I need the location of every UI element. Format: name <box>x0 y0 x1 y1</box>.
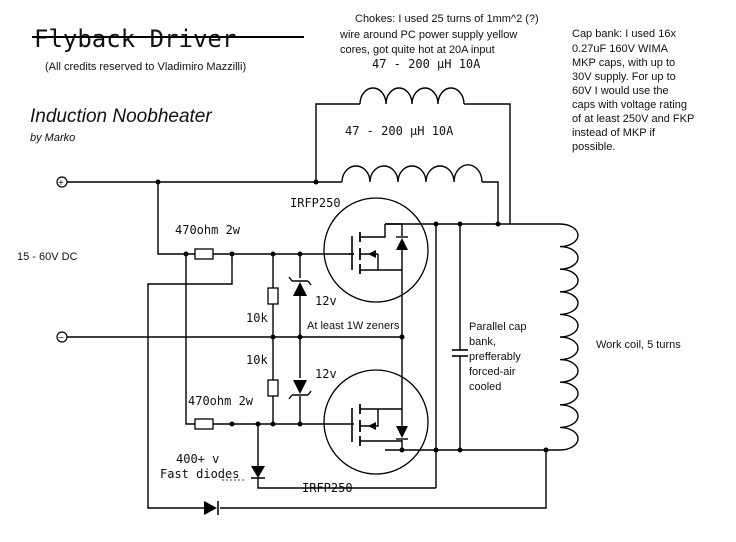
junctions <box>155 179 549 453</box>
resistor-gate-bottom-label: 470ohm 2w <box>188 394 254 408</box>
cap-bank-label-line: prefferably <box>469 351 521 363</box>
cap-bank-note: Cap bank: I used 16x 0.27uF 160V WIMA MK… <box>572 28 694 153</box>
zener-top <box>288 276 312 296</box>
mosfet-top-label: IRFP250 <box>290 196 341 210</box>
choke-bottom-label: 47 - 200 µH 10A <box>345 124 454 138</box>
cap-bank-note-line: of at least 250V and FKP <box>572 113 694 125</box>
work-coil-label: Work coil, 5 turns <box>596 339 681 351</box>
minus-sign: − <box>58 333 64 344</box>
diode-vertical <box>251 466 265 479</box>
zener-bottom-label: 12v <box>315 367 337 381</box>
chokes-note-line: Chokes: I used 25 turns of 1mm^2 (?) <box>355 13 539 25</box>
wiring <box>67 103 560 509</box>
title: Flyback Driver <box>34 25 236 53</box>
zener-top-label: 12v <box>315 294 337 308</box>
choke-top <box>359 87 466 105</box>
cap-bank-label-line: cooled <box>469 381 501 393</box>
diodes-label-voltage: 400+ v <box>176 452 219 466</box>
cap-bank-label-line: bank, <box>469 336 496 348</box>
cap-bank-label-line: forced-air <box>469 366 516 378</box>
cap-bank-note-line: possible. <box>572 141 615 153</box>
author: by Marko <box>30 132 75 144</box>
cap-bank-note-line: instead of MKP if <box>572 127 656 139</box>
resistor-gate-top <box>194 248 214 260</box>
diodes-label: Fast diodes <box>160 467 239 481</box>
chokes-note-line: cores, got quite hot at 20A input <box>340 44 495 56</box>
chokes-note-line: wire around PC power supply yellow <box>339 29 517 41</box>
resistor-pulldown-top <box>267 287 279 305</box>
resistor-gate-top-label: 470ohm 2w <box>175 223 241 237</box>
positive-terminal: + <box>56 176 68 189</box>
cap-bank-note-line: Cap bank: I used 16x <box>572 28 676 40</box>
resistor-gate-bottom <box>194 418 214 430</box>
chokes-note: Chokes: I used 25 turns of 1mm^2 (?) wir… <box>339 13 539 56</box>
cap-bank-note-line: MKP caps, with up to <box>572 57 675 69</box>
cap-bank-label: Parallel cap bank, prefferably forced-ai… <box>469 321 526 393</box>
mosfet-top <box>323 197 429 303</box>
cap-bank-note-line: 0.27uF 160V WIMA <box>572 43 669 55</box>
plus-sign: + <box>58 178 64 189</box>
cap-bank-note-line: 60V I would use the <box>572 85 669 97</box>
cap-bank-note-line: 30V supply. For up to <box>572 71 676 83</box>
subtitle: Induction Noobheater <box>30 106 212 127</box>
mosfet-bottom <box>323 369 429 475</box>
resistor-pulldown-bottom-label: 10k <box>246 353 268 367</box>
supply-label: 15 - 60V DC <box>17 251 78 263</box>
work-coil <box>559 223 579 451</box>
cap-bank-capacitor <box>452 349 468 357</box>
negative-terminal: − <box>56 331 68 344</box>
resistor-pulldown-bottom <box>267 379 279 397</box>
choke-top-label: 47 - 200 µH 10A <box>372 57 481 71</box>
zener-note: At least 1W zeners <box>307 320 400 332</box>
cap-bank-note-line: caps with voltage rating <box>572 99 687 111</box>
credits: (All credits reserved to Vladimiro Mazzi… <box>45 61 246 73</box>
choke-bottom <box>341 164 483 183</box>
cap-bank-label-line: Parallel cap <box>469 321 526 333</box>
resistor-pulldown-top-label: 10k <box>246 311 268 325</box>
zener-bottom <box>288 380 312 400</box>
diode-horizontal <box>204 501 219 515</box>
